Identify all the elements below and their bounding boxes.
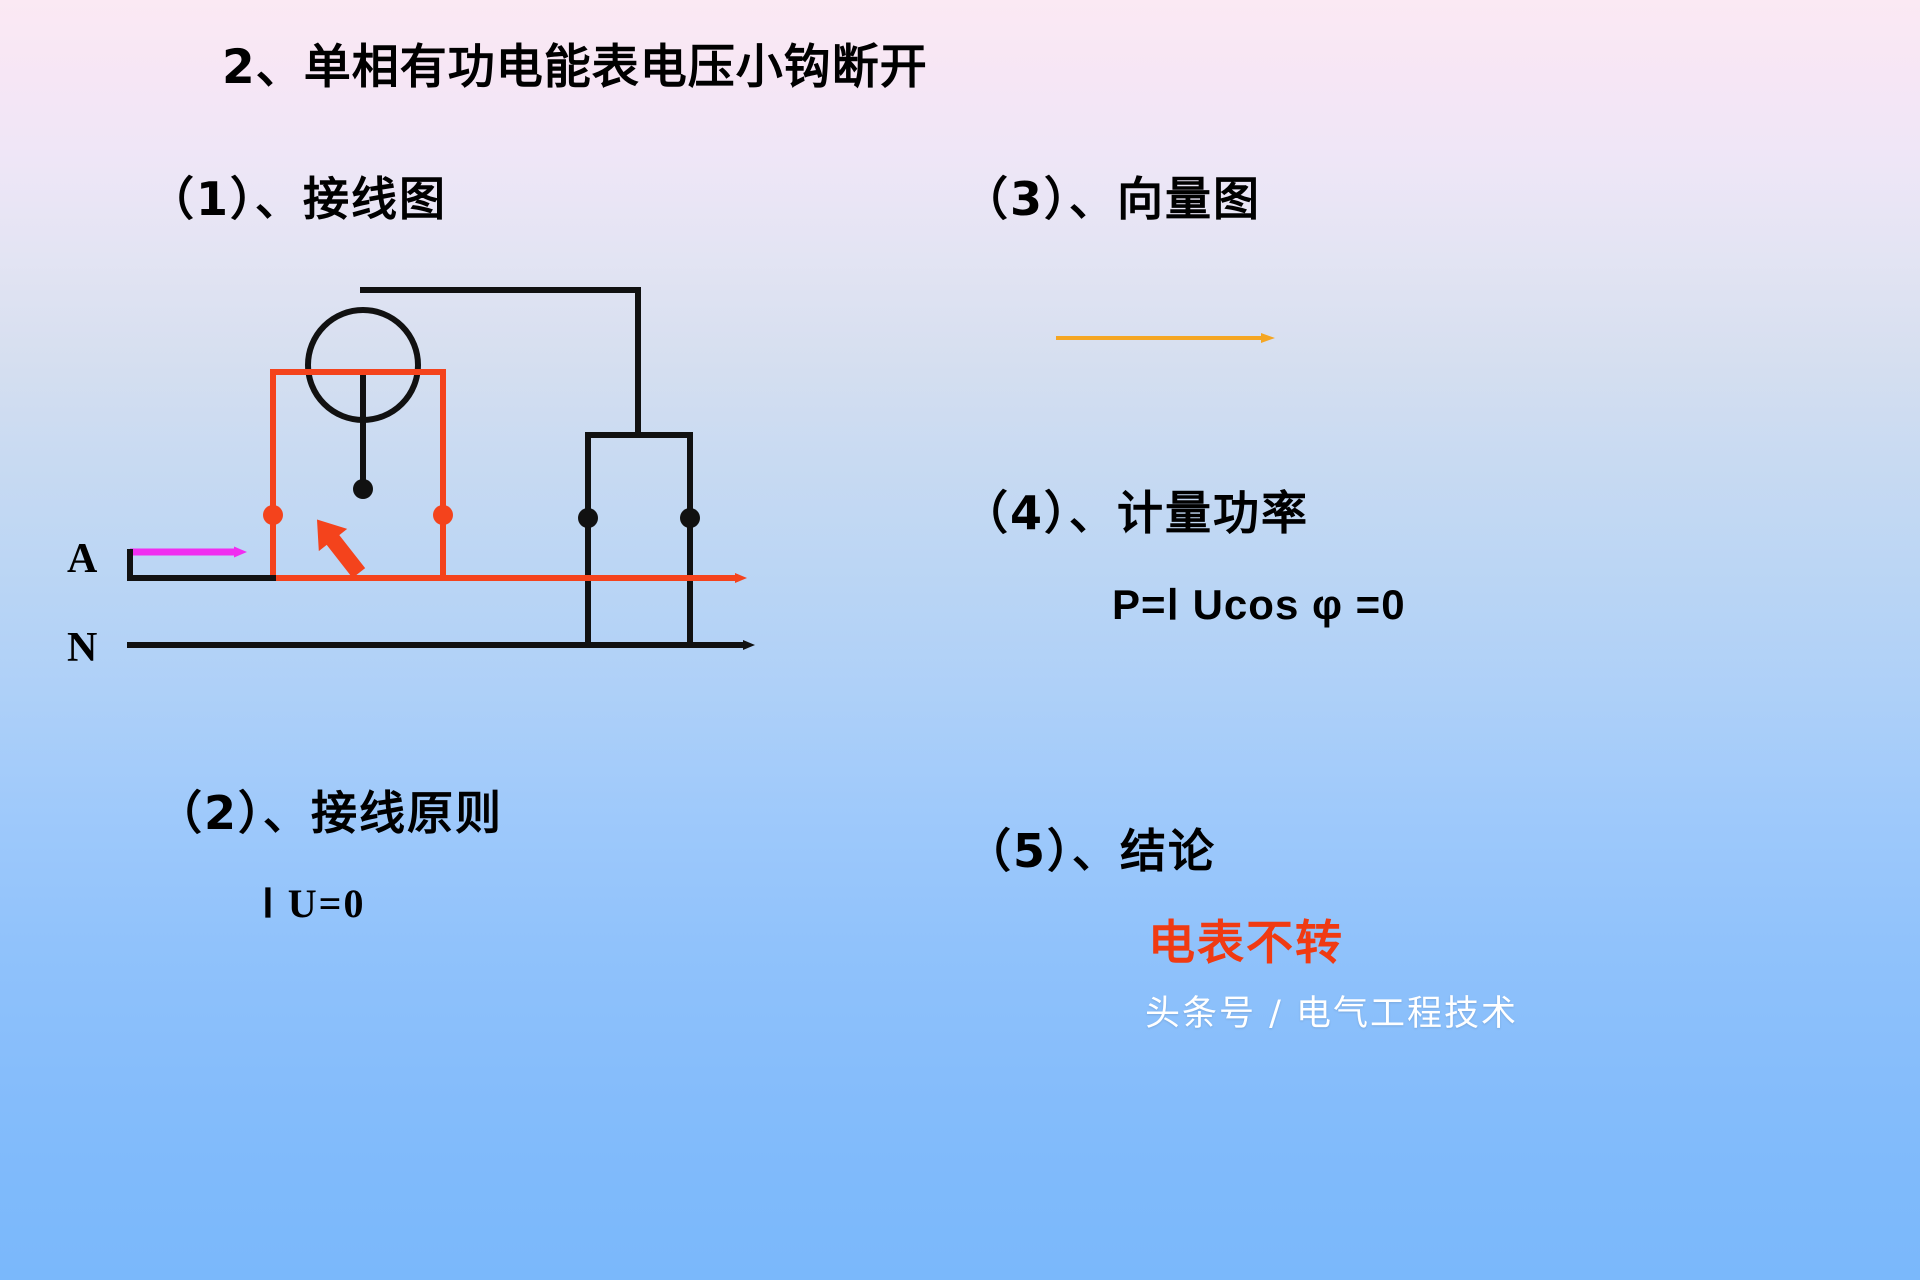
red-wiring <box>270 369 747 583</box>
watermark-text: 头条号 / 电气工程技术 <box>1145 994 1519 1034</box>
section-heading-wiring-principle: （2）、接线原则 <box>156 786 504 840</box>
phase-current-arrow <box>127 546 276 581</box>
section-heading-wiring-diagram: （1）、接线图 <box>148 172 448 226</box>
terminal-label-phase-a: A <box>67 536 98 582</box>
wire-phase-a <box>127 549 276 581</box>
terminal-label-neutral-n: N <box>67 625 98 671</box>
section-heading-metering-power: （4）、计量功率 <box>962 486 1310 540</box>
black-wiring <box>127 287 755 650</box>
break-indicator-arrow <box>316 519 366 579</box>
junction-dots <box>263 479 700 528</box>
current-coil-symbol <box>305 307 421 423</box>
section-heading-vector-diagram: （3）、向量图 <box>962 172 1262 226</box>
conclusion-text: 电表不转 <box>1148 916 1344 971</box>
section-heading-conclusion: （5）、结论 <box>965 824 1217 878</box>
wiring-principle-formula: Ⅰ U=0 <box>262 881 366 926</box>
metering-power-formula: P=Ⅰ Ucos φ =0 <box>1112 581 1406 628</box>
junction-dot-red-right <box>433 505 453 525</box>
page-title: 2、单相有功电能表电压小钩断开 <box>222 40 928 95</box>
junction-dot-red-left <box>263 505 283 525</box>
junction-dot-meter <box>353 479 373 499</box>
junction-dot-voltage-left <box>578 508 598 528</box>
junction-dot-voltage-right <box>680 508 700 528</box>
